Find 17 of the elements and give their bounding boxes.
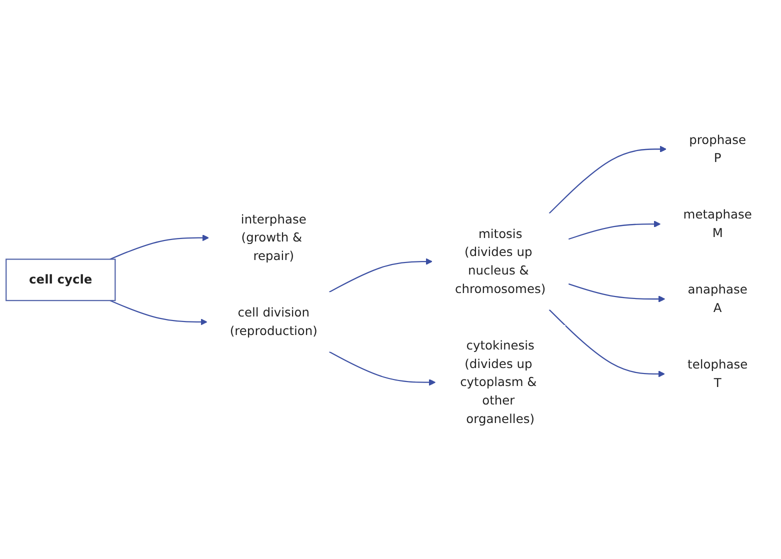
node-text: telophase T — [688, 357, 748, 390]
arrow — [568, 220, 661, 240]
arrow — [110, 300, 208, 326]
node-text: interphase (growth & repair) — [240, 212, 306, 264]
node-text: metaphase M — [683, 207, 752, 240]
arrow — [328, 258, 432, 293]
node-text: cytokinesis (divides up cytoplasm & other organelles) — [460, 338, 537, 426]
arrow — [548, 309, 665, 378]
arrow — [328, 351, 436, 386]
arrow — [110, 234, 209, 260]
node-text: anaphase A — [688, 282, 748, 316]
node-text: mitosis (divides up nucleus & chromosomes) — [455, 226, 546, 296]
node-box: cell cycle — [6, 258, 116, 302]
node-text: cell division (reproduction) — [230, 305, 318, 338]
arrow — [548, 146, 666, 214]
node-text: prophase P — [689, 132, 746, 166]
arrow — [568, 283, 666, 302]
